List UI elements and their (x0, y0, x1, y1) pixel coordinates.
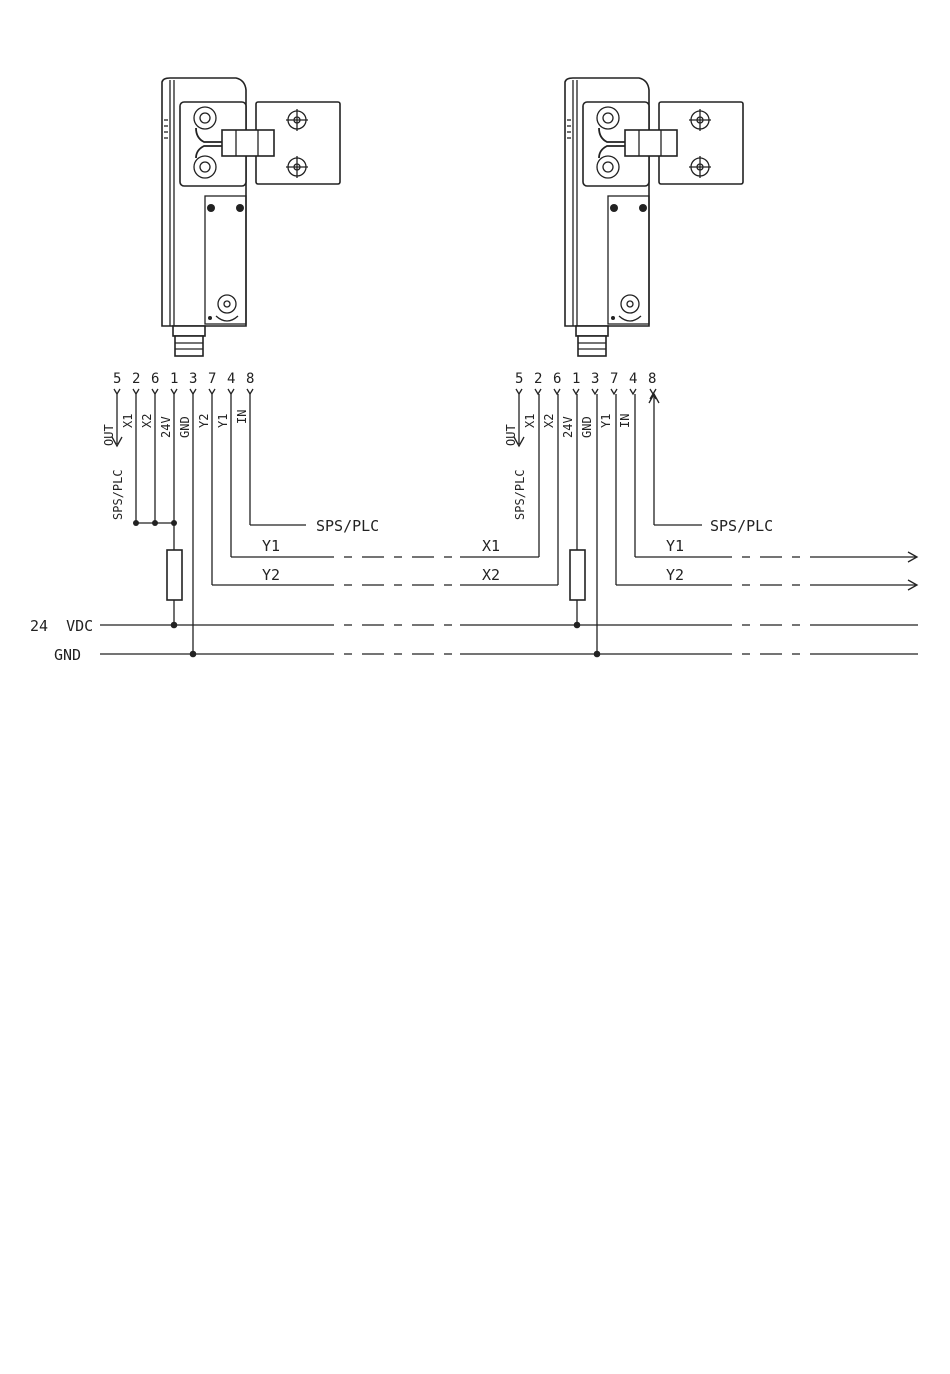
right-pin-label: Y1 (599, 414, 613, 428)
left-pin: 3 (189, 371, 197, 387)
right-pin: 5 (515, 371, 523, 387)
right-pin-label: GND (580, 416, 594, 438)
ground-rail-label: GND (54, 646, 81, 664)
left-pin-label: GND (178, 416, 192, 438)
left-pin: 5 (113, 371, 121, 387)
right-pin-label: 24V (561, 416, 575, 438)
left-pin-terminals (114, 389, 253, 394)
right-pin: 6 (553, 371, 561, 387)
right-y2-label: Y2 (666, 566, 684, 584)
right-x1-label: X1 (482, 537, 500, 555)
left-pin: 7 (208, 371, 216, 387)
left-pin-label: Y1 (216, 414, 230, 428)
right-pin-label: IN (618, 414, 632, 428)
right-out-plc-label: SPS/PLC (513, 469, 527, 520)
left-in-plc-label: SPS/PLC (316, 517, 379, 535)
left-pin: 8 (246, 371, 254, 387)
right-pin: 3 (591, 371, 599, 387)
right-pin-label: X1 (523, 414, 537, 428)
right-pin-labels: OUT X1 X2 24V GND Y1 IN SPS/PLC (504, 414, 632, 520)
supply-rails (100, 625, 918, 654)
right-y1-label: Y1 (666, 537, 684, 555)
left-safety-switch (162, 78, 340, 356)
left-pin: 1 (170, 371, 178, 387)
left-pin-label: Y2 (197, 414, 211, 428)
left-pin-label: X2 (140, 414, 154, 428)
left-out-plc-label: SPS/PLC (111, 469, 125, 520)
left-pin-label: OUT (102, 424, 116, 446)
left-pin-numbers: 5 2 6 1 3 7 4 8 (113, 371, 254, 387)
right-pin: 7 (610, 371, 618, 387)
right-pin: 2 (534, 371, 542, 387)
left-pin-label: 24V (159, 416, 173, 438)
left-pin: 4 (227, 371, 235, 387)
left-pin: 6 (151, 371, 159, 387)
right-in-plc-label: SPS/PLC (710, 517, 773, 535)
right-pin: 4 (629, 371, 637, 387)
left-y1-label: Y1 (262, 537, 280, 555)
right-pin-numbers: 5 2 6 1 3 7 4 8 (515, 371, 656, 387)
left-pin: 2 (132, 371, 140, 387)
right-safety-switch (565, 78, 743, 356)
right-x2-label: X2 (482, 566, 500, 584)
right-pin: 1 (572, 371, 580, 387)
left-pin-label: X1 (121, 414, 135, 428)
right-pin-label: X2 (542, 414, 556, 428)
supply-rail-label: 24 VDC (30, 617, 93, 635)
left-y2-label: Y2 (262, 566, 280, 584)
right-pin-label: OUT (504, 424, 518, 446)
left-pin-labels: OUT X1 X2 24V GND Y2 Y1 IN SPS/PLC (102, 410, 249, 520)
right-pin: 8 (648, 371, 656, 387)
left-pin-label: IN (235, 410, 249, 424)
